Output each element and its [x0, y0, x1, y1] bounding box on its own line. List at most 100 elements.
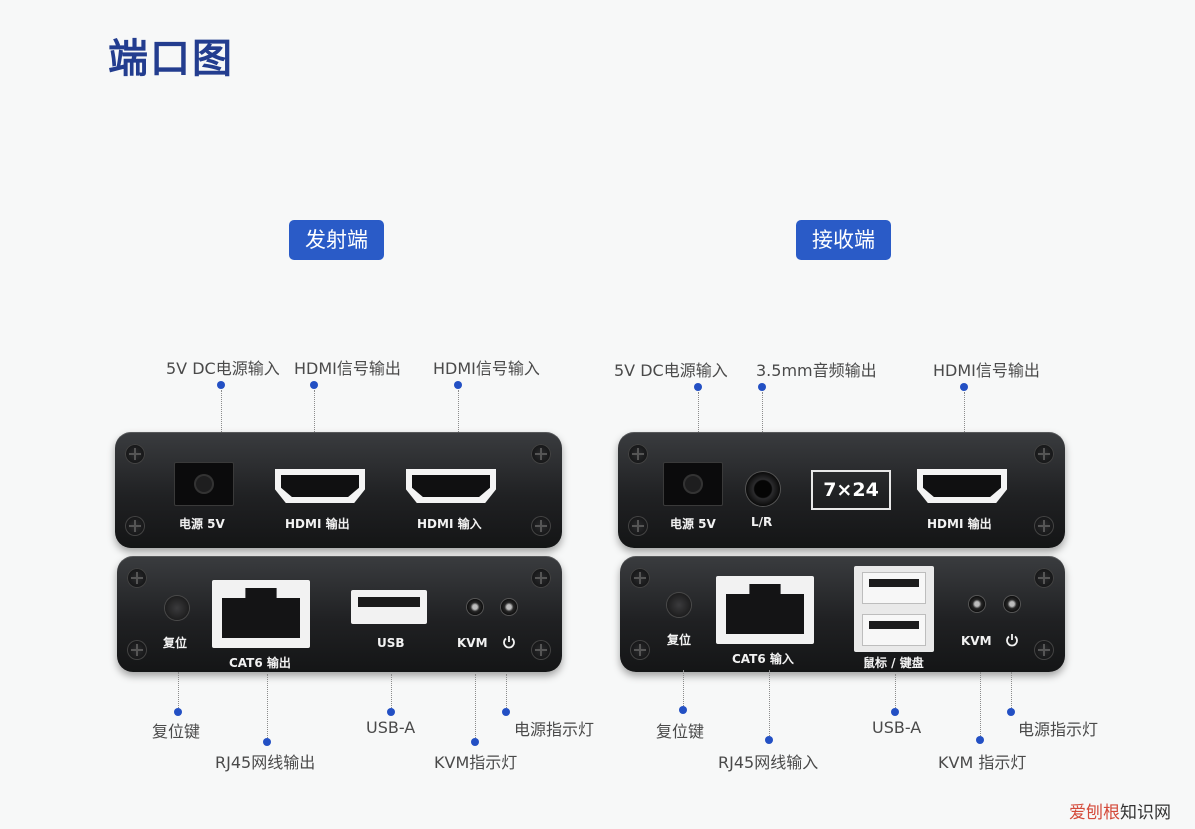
- watermark-accent: 爱刨根: [1069, 803, 1120, 823]
- tx-leader-hdmi-in: [458, 390, 459, 470]
- rx-leader-usb: [895, 674, 896, 708]
- screw-icon: [1034, 516, 1054, 536]
- tx-leader-power-led: [506, 674, 507, 710]
- rx-dot-kvm: [976, 736, 984, 744]
- screw-icon: [531, 444, 551, 464]
- rx-callout-hdmi-output: HDMI信号输出: [933, 361, 1040, 380]
- rx-7x24-badge: 7×24: [811, 470, 891, 510]
- rx-leader-reset: [683, 670, 684, 706]
- rx-rear-label-kvm: KVM: [961, 634, 992, 648]
- rx-callout-audio-output: 3.5mm音频输出: [756, 361, 877, 380]
- tx-callout-kvm-led: KVM指示灯: [434, 753, 518, 772]
- tx-usb-port: [351, 590, 427, 624]
- tx-callout-power-led: 电源指示灯: [514, 720, 595, 739]
- rx-dot-power-led: [1007, 708, 1015, 716]
- tx-front-label-power: 电源 5V: [179, 517, 225, 531]
- rx-rear-label-cat6: CAT6 输入: [732, 652, 794, 666]
- tx-callout-rj45: RJ45网线输出: [215, 753, 316, 772]
- screw-icon: [531, 516, 551, 536]
- tx-dot-usb: [387, 708, 395, 716]
- tx-dot-rj45: [263, 738, 271, 746]
- rx-leader-power-led: [1011, 672, 1012, 708]
- rx-callout-usb: USB-A: [872, 718, 922, 737]
- tx-reset-button: [165, 596, 189, 620]
- screw-icon: [531, 568, 551, 588]
- screw-icon: [630, 640, 650, 660]
- tx-dot-reset: [174, 708, 182, 716]
- rx-usb-stack: [854, 566, 934, 652]
- tx-dot-power-led: [502, 708, 510, 716]
- screw-icon: [531, 640, 551, 660]
- tx-power-led: [501, 599, 517, 615]
- tx-dot-hdmi-in: [454, 381, 462, 389]
- tx-kvm-led: [467, 599, 483, 615]
- tx-callout-dc-input: 5V DC电源输入: [166, 359, 280, 378]
- rx-dot-rj45: [765, 736, 773, 744]
- watermark-rest: 知识网: [1120, 803, 1171, 823]
- rx-hdmi-output-port: [917, 469, 1007, 503]
- rx-rear-label-reset: 复位: [667, 633, 692, 647]
- screw-icon: [1034, 444, 1054, 464]
- rx-rear-label-mouse-keyboard: 鼠标 / 键盘: [863, 656, 924, 670]
- tx-leader-rj45: [267, 674, 268, 738]
- power-icon: [1006, 634, 1018, 647]
- tx-leader-reset: [178, 672, 179, 708]
- rx-callout-kvm-led: KVM 指示灯: [938, 753, 1027, 772]
- rx-dot-dc: [694, 383, 702, 391]
- screw-icon: [628, 444, 648, 464]
- rx-rear-panel: 复位 CAT6 输入 鼠标 / 键盘 KVM: [620, 556, 1065, 672]
- tx-callout-hdmi-input: HDMI信号输入: [433, 359, 540, 378]
- rx-dot-audio: [758, 383, 766, 391]
- rx-usb-slot-bottom: [862, 614, 926, 646]
- tx-front-panel: 电源 5V HDMI 输出 HDMI 输入: [115, 432, 562, 548]
- transmitter-badge: 发射端: [289, 220, 384, 260]
- tx-rear-label-reset: 复位: [163, 636, 188, 650]
- rx-callout-reset: 复位键: [656, 722, 705, 741]
- power-icon: [503, 636, 515, 649]
- rx-front-label-hdmi-out: HDMI 输出: [927, 517, 992, 531]
- tx-rj45-port: [212, 580, 310, 648]
- receiver-badge: 接收端: [796, 220, 891, 260]
- screw-icon: [127, 568, 147, 588]
- tx-rear-panel: 复位 CAT6 输出 USB KVM: [117, 556, 562, 672]
- rx-callout-rj45: RJ45网线输入: [718, 753, 819, 772]
- screw-icon: [125, 516, 145, 536]
- rx-leader-kvm: [980, 672, 981, 736]
- rx-front-label-lr: L/R: [751, 515, 773, 529]
- tx-leader-usb: [391, 674, 392, 708]
- rx-usb-slot-top: [862, 572, 926, 604]
- rx-dot-hdmi-out: [960, 383, 968, 391]
- rx-callout-dc-input: 5V DC电源输入: [614, 361, 728, 380]
- tx-callout-hdmi-output: HDMI信号输出: [294, 359, 401, 378]
- tx-leader-hdmi-out: [314, 390, 315, 470]
- screw-icon: [127, 640, 147, 660]
- rx-reset-button: [667, 593, 691, 617]
- screw-icon: [628, 516, 648, 536]
- screw-icon: [630, 568, 650, 588]
- tx-front-label-hdmi-in: HDMI 输入: [417, 517, 482, 531]
- rx-audio-jack: [746, 472, 780, 506]
- tx-leader-dc: [221, 390, 222, 468]
- tx-rear-label-kvm: KVM: [457, 636, 488, 650]
- rx-leader-dc: [698, 392, 699, 466]
- tx-rear-label-cat6: CAT6 输出: [229, 656, 291, 670]
- rx-dc-jack: [663, 462, 723, 506]
- rx-front-panel: 7×24 电源 5V L/R HDMI 输出: [618, 432, 1065, 548]
- rx-front-label-power: 电源 5V: [670, 517, 716, 531]
- tx-leader-kvm: [475, 674, 476, 738]
- tx-dc-jack: [174, 462, 234, 506]
- tx-callout-usb: USB-A: [366, 718, 416, 737]
- rx-dot-usb: [891, 708, 899, 716]
- tx-hdmi-output-port: [275, 469, 365, 503]
- rx-power-led: [1004, 596, 1020, 612]
- rx-kvm-led: [969, 596, 985, 612]
- rx-leader-rj45: [769, 670, 770, 736]
- rx-rj45-port: [716, 576, 814, 644]
- screw-icon: [1034, 568, 1054, 588]
- watermark: 爱刨根知识网: [1069, 798, 1171, 823]
- rx-dot-reset: [679, 706, 687, 714]
- tx-dot-kvm: [471, 738, 479, 746]
- screw-icon: [1034, 640, 1054, 660]
- tx-front-label-hdmi-out: HDMI 输出: [285, 517, 350, 531]
- tx-hdmi-input-port: [406, 469, 496, 503]
